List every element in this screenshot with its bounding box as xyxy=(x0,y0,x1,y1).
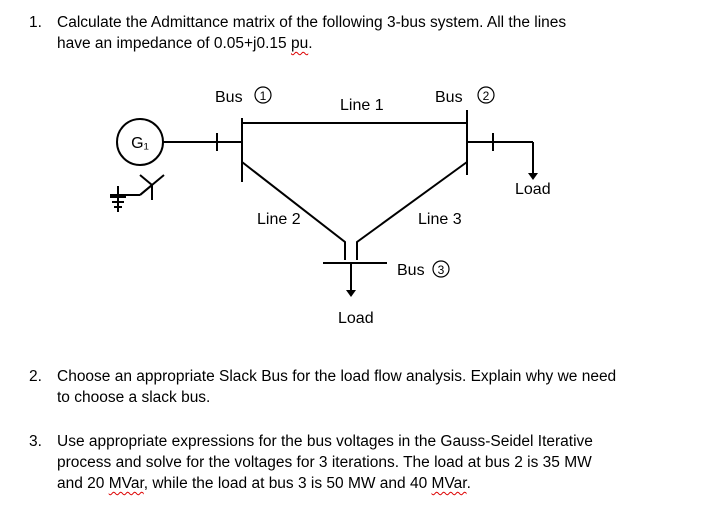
question-2: 2. Choose an appropriate Slack Bus for t… xyxy=(29,366,699,410)
question-2-line-1: Choose an appropriate Slack Bus for the … xyxy=(57,368,617,385)
bus-3-number: 3 xyxy=(438,263,445,277)
spellcheck-flagged-word: MVar xyxy=(108,475,144,492)
three-bus-diagram: G₁ Bus 1 Bus 2 Bus 3 Line 1 Line 2 Line … xyxy=(110,86,551,327)
load-bus-2-label: Load xyxy=(515,181,551,198)
line-1-label: Line 1 xyxy=(340,97,384,114)
question-3-line-1: Use appropriate expressions for the bus … xyxy=(57,433,593,450)
question-3-line-3: and 20 MVar, while the load at bus 3 is … xyxy=(57,473,697,494)
question-1-line-2-text: have an impedance of 0.05+j0.15 xyxy=(57,35,291,52)
line-3 xyxy=(356,161,468,260)
line-2-label: Line 2 xyxy=(257,211,301,228)
generator-label: G₁ xyxy=(131,135,149,152)
spellcheck-flagged-word: MVar xyxy=(431,475,467,492)
load-arrow-bus-2 xyxy=(528,173,538,180)
question-2-line-2: to choose a slack bus. xyxy=(57,389,211,406)
question-3-line-3-part-b: , while the load at bus 3 is 50 MW and 4… xyxy=(143,475,432,492)
bus-1-label: Bus xyxy=(215,89,243,106)
load-arrow-bus-3 xyxy=(346,290,356,297)
question-1: 1. Calculate the Admittance matrix of th… xyxy=(29,12,689,56)
question-3-number: 3. xyxy=(29,433,42,450)
spellcheck-flagged-word: pu xyxy=(290,35,309,52)
question-1-line-2-end: . xyxy=(308,35,313,52)
question-3-line-3-part-a: and 20 xyxy=(57,475,109,492)
question-3-line-2: process and solve for the voltages for 3… xyxy=(57,454,592,471)
bus-2-label: Bus xyxy=(435,89,463,106)
bus-2-number: 2 xyxy=(483,89,490,103)
bus-3-label: Bus xyxy=(397,262,425,279)
line-3-label: Line 3 xyxy=(418,211,462,228)
bus-1-number: 1 xyxy=(260,89,267,103)
question-3: 3. Use appropriate expressions for the b… xyxy=(29,431,699,497)
line-2 xyxy=(241,161,346,260)
question-1-number: 1. xyxy=(29,14,42,31)
load-bus-3-label: Load xyxy=(338,310,374,327)
question-1-line-1: Calculate the Admittance matrix of the f… xyxy=(57,14,567,31)
question-3-line-3-part-c: . xyxy=(466,475,471,492)
question-2-number: 2. xyxy=(29,368,42,385)
question-1-line-2: have an impedance of 0.05+j0.15 pu. xyxy=(57,33,566,54)
